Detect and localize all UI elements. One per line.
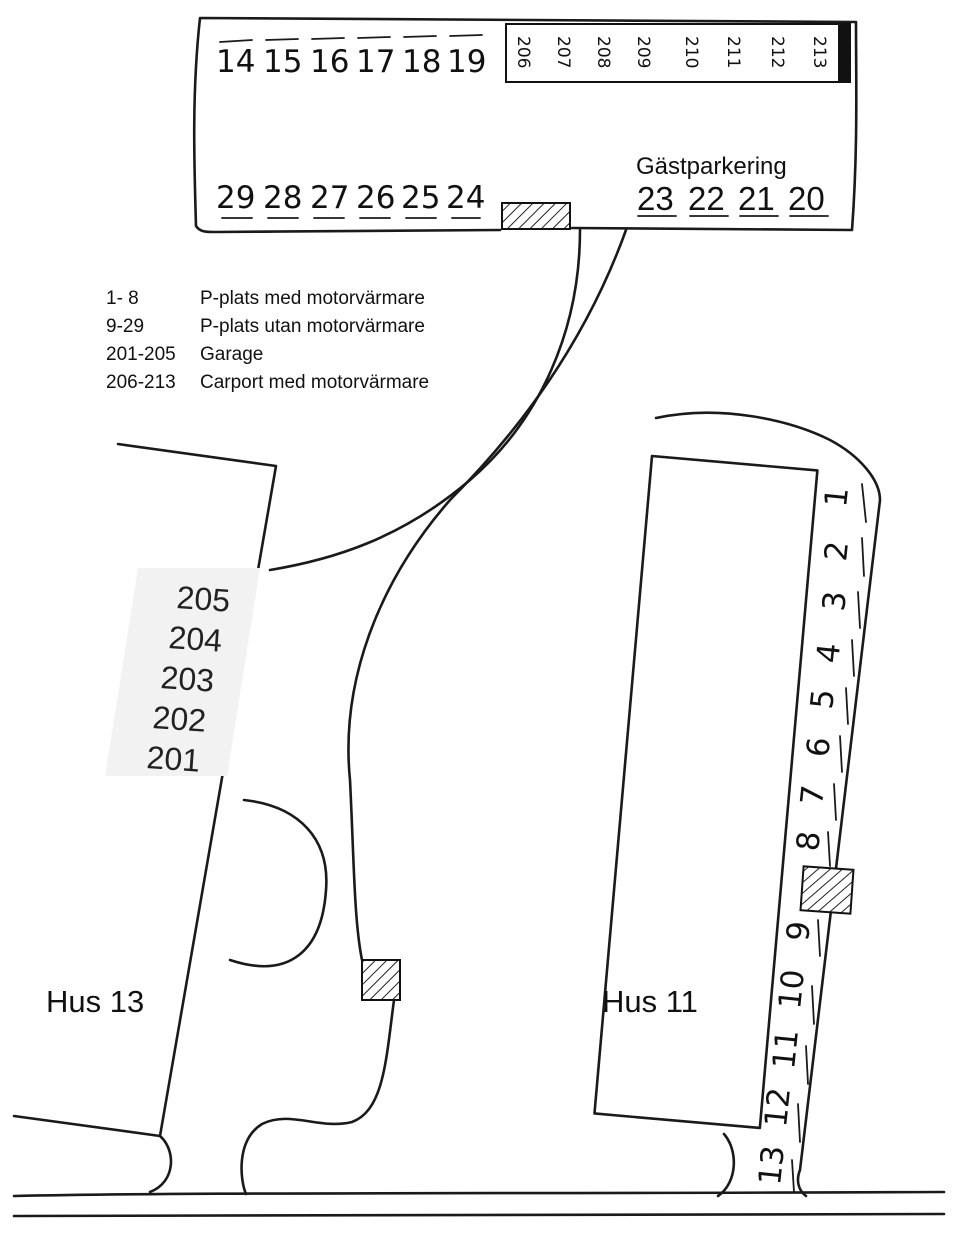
spot-28: 28 [263, 180, 302, 216]
spot-27: 27 [310, 180, 349, 216]
spot-13: 13 [752, 1144, 792, 1187]
spot-15: 15 [263, 44, 302, 80]
spot-1: 1 [818, 485, 856, 508]
hatched-box-top [501, 202, 571, 230]
hus-13-base-curve [148, 1134, 173, 1194]
carport-207: 207 [553, 36, 573, 68]
bottom-row-spots: 29 28 27 26 25 24 [216, 180, 485, 216]
side-spots: 1 2 3 4 5 6 7 8 9 10 11 12 13 [752, 485, 856, 1186]
spot-6: 6 [800, 735, 838, 758]
legend-desc-3: Garage [200, 344, 263, 365]
garage-202: 202 [152, 699, 208, 739]
spot-29: 29 [216, 180, 255, 216]
garage-numbers: 205 204 203 202 201 [146, 579, 232, 779]
spot-22: 22 [688, 180, 725, 217]
carport-block-edge [838, 24, 850, 82]
road-lower-right [240, 998, 396, 1196]
carport-210: 210 [681, 36, 701, 68]
top-lot-outline [192, 16, 858, 234]
spot-7: 7 [794, 783, 832, 806]
spot-19: 19 [447, 44, 486, 80]
building-hus-13 [12, 442, 278, 1138]
spot-2: 2 [818, 539, 856, 562]
carport-212: 212 [767, 36, 787, 68]
garage-strip [105, 568, 261, 776]
building-hus-11-label: Hus 11 [602, 984, 698, 1019]
spot-25: 25 [401, 180, 440, 216]
spot-10: 10 [772, 968, 812, 1011]
guest-parking-label: Gästparkering [636, 153, 787, 180]
legend-range-2: 9-29 [106, 316, 144, 337]
spot-11: 11 [766, 1028, 806, 1071]
spot-14: 14 [216, 44, 255, 80]
road-right-edge [347, 228, 628, 962]
guest-spots: 23 22 21 20 [637, 180, 825, 217]
garage-201: 201 [146, 739, 202, 779]
spot-12: 12 [758, 1086, 798, 1129]
top-row-markings [219, 34, 483, 43]
spot-24: 24 [446, 180, 485, 216]
legend-range-4: 206-213 [106, 372, 176, 393]
right-lane [654, 411, 882, 1198]
garage-203: 203 [160, 659, 216, 699]
spot-3: 3 [816, 589, 854, 612]
spot-17: 17 [356, 44, 395, 80]
carport-209: 209 [633, 36, 653, 68]
turnaround-loop [228, 798, 328, 968]
spot-8: 8 [790, 829, 828, 852]
spot-4: 4 [810, 641, 848, 664]
legend: 1- 8 P-plats med motorvärmare 9-29 P-pla… [106, 288, 429, 393]
hus-11-base-curve [716, 1132, 736, 1198]
hatched-box-side [799, 865, 855, 915]
spot-9: 9 [780, 919, 818, 942]
bottom-row-markings [221, 217, 481, 233]
side-spot-markings [791, 483, 867, 1193]
spot-26: 26 [356, 180, 395, 216]
carport-213: 213 [809, 36, 829, 68]
spot-5: 5 [804, 687, 842, 710]
spot-20: 20 [788, 180, 825, 217]
top-row-spots: 14 15 16 17 18 19 [216, 44, 486, 80]
garage-204: 204 [168, 619, 224, 659]
building-hus-13-label: Hus 13 [46, 984, 144, 1019]
carport-208: 208 [593, 36, 613, 68]
carport-spots: 206 207 208 209 210 211 212 213 [513, 36, 829, 68]
spot-21: 21 [738, 180, 775, 217]
spot-16: 16 [310, 44, 349, 80]
spot-23: 23 [637, 180, 674, 217]
legend-range-3: 201-205 [106, 344, 176, 365]
carport-211: 211 [723, 36, 743, 68]
legend-desc-2: P-plats utan motorvärmare [200, 316, 425, 337]
road-left-edge [268, 228, 582, 572]
spot-18: 18 [402, 44, 441, 80]
building-hus-11 [593, 454, 819, 1130]
legend-range-1: 1- 8 [106, 288, 139, 309]
hatched-box-road [361, 959, 401, 1001]
carport-206: 206 [513, 36, 533, 68]
legend-desc-4: Carport med motorvärmare [200, 372, 429, 393]
main-street [12, 1190, 946, 1218]
legend-desc-1: P-plats med motorvärmare [200, 288, 425, 309]
garage-205: 205 [176, 579, 232, 619]
